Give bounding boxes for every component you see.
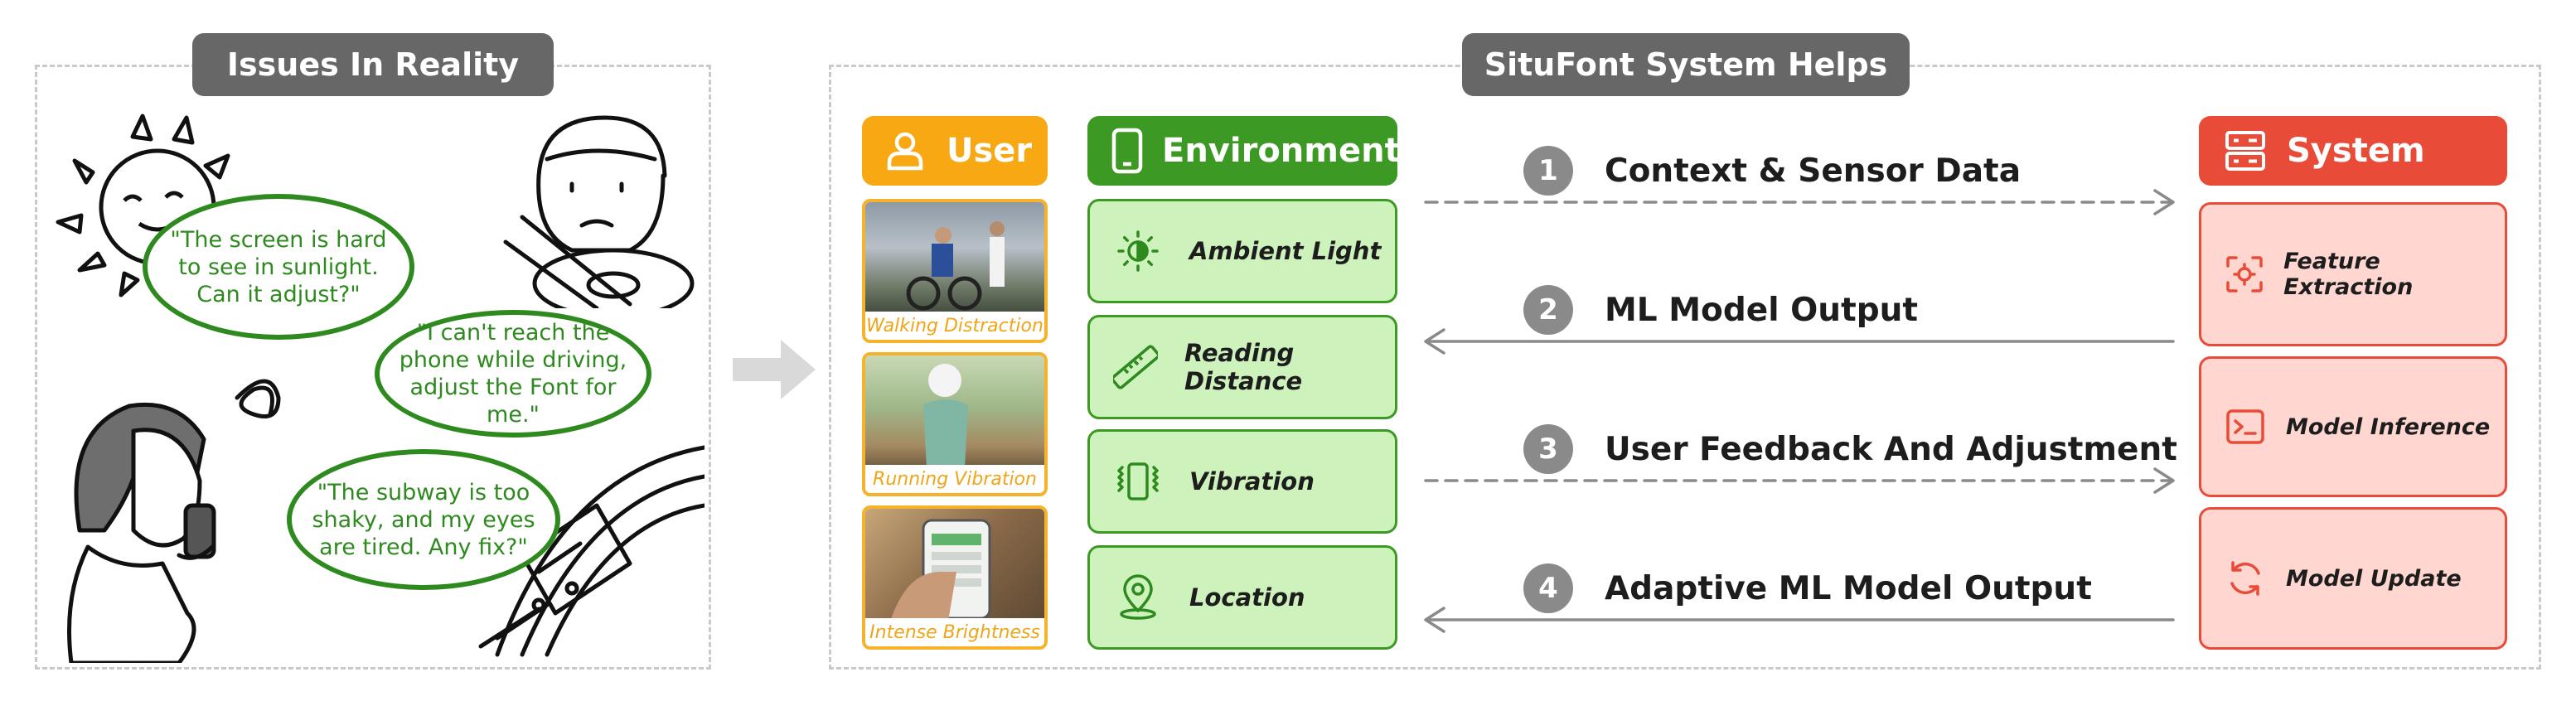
flow-arrows [1424, 189, 2175, 633]
vibration-icon [1113, 459, 1163, 504]
step-number: 4 [1523, 563, 1573, 613]
env-item-ambient-light: Ambient Light [1087, 199, 1397, 303]
scenario-running: Running Vibration [862, 352, 1048, 496]
scenario-brightness: Intense Brightness [862, 505, 1048, 650]
subway-illustration [478, 445, 705, 657]
brightness-icon [1113, 230, 1163, 273]
brightness-photo [865, 509, 1044, 621]
system-title: SituFont System Helps [1462, 33, 1910, 96]
step-label: Context & Sensor Data [1605, 152, 2022, 190]
walking-photo [865, 202, 1044, 315]
transition-arrow-icon [733, 340, 816, 399]
user-header-label: User [947, 132, 1033, 170]
arrow-right-dashed [1424, 189, 2175, 215]
step-number: 1 [1523, 146, 1573, 196]
scenario-walking: Walking Distraction [862, 199, 1048, 343]
step-label: User Feedback And Adjustment [1605, 430, 2177, 468]
env-item-vibration: Vibration [1087, 429, 1397, 534]
server-icon [2222, 128, 2269, 174]
env-item-location: Location [1087, 545, 1397, 650]
step-label: Adaptive ML Model Output [1605, 569, 2092, 607]
flow-step-3: 3 User Feedback And Adjustment [1523, 424, 2177, 474]
sys-item-model-update: Model Update [2199, 507, 2507, 650]
arrow-right-dashed [1424, 467, 2175, 494]
environment-header: Environment [1087, 116, 1401, 186]
location-pin-icon [1113, 574, 1163, 621]
quote-bubble-sunlight: "The screen is hard to see in sunlight. … [143, 194, 414, 340]
sys-item-label: Model Inference [2286, 413, 2491, 440]
terminal-icon [2223, 409, 2268, 445]
sys-item-model-inference: Model Inference [2199, 356, 2507, 497]
user-header: User [862, 116, 1048, 186]
step-label: ML Model Output [1605, 291, 1919, 329]
smartphone-icon [1111, 128, 1144, 174]
step-number: 2 [1523, 285, 1573, 335]
env-item-label: Reading Distance [1184, 339, 1303, 395]
system-header-label: System [2287, 132, 2425, 170]
arrow-left-solid [1424, 607, 2175, 633]
scenario-caption: Walking Distraction [865, 312, 1044, 340]
system-header: System [2199, 116, 2507, 186]
ruler-icon [1113, 345, 1158, 389]
flow-step-4: 4 Adaptive ML Model Output [1523, 563, 2092, 613]
step-number: 3 [1523, 424, 1573, 474]
driver-illustration [503, 115, 695, 308]
quote-bubble-subway: "The subway is too shaky, and my eyes ar… [287, 449, 560, 590]
env-item-reading-distance: Reading Distance [1087, 315, 1397, 419]
environment-header-label: Environment [1162, 132, 1401, 170]
issues-title: Issues In Reality [192, 33, 554, 96]
sys-item-label: Feature Extraction [2283, 249, 2414, 300]
scenario-caption: Running Vibration [865, 465, 1044, 493]
sys-item-label: Model Update [2286, 565, 2462, 592]
env-item-label: Ambient Light [1189, 237, 1382, 265]
scenario-caption: Intense Brightness [865, 618, 1044, 646]
flow-step-1: 1 Context & Sensor Data [1523, 146, 2021, 196]
env-item-label: Vibration [1189, 467, 1315, 496]
flow-step-2: 2 ML Model Output [1523, 285, 1918, 335]
quote-bubble-driving: "I can't reach the phone while driving, … [375, 310, 651, 438]
focus-target-icon [2223, 254, 2265, 294]
running-photo [865, 355, 1044, 468]
arrow-left-solid [1424, 328, 2175, 355]
person-icon [882, 128, 928, 174]
refresh-icon [2223, 559, 2268, 598]
person-phone-illustration [67, 379, 281, 663]
env-item-label: Location [1189, 583, 1305, 612]
sys-item-feature-extraction: Feature Extraction [2199, 202, 2507, 346]
